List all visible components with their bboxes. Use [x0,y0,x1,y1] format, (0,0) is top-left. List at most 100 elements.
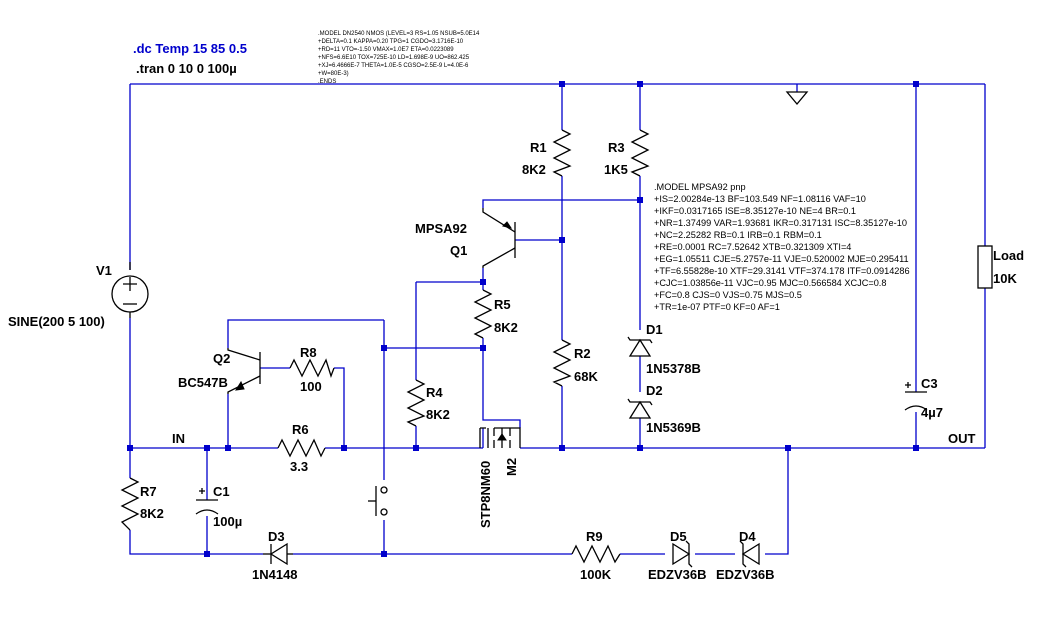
ground-symbol[interactable] [785,91,809,106]
tran-directive[interactable]: .tran 0 10 0 100µ [136,61,237,76]
wire-d4-right[interactable] [765,448,789,555]
pnp-model-line: +TR=1e-07 PTF=0 KF=0 AF=1 [654,302,780,312]
nmos-model-line: .MODEL DN2540 NMOS (LEVEL=3 RS=1.05 NSUB… [318,31,480,37]
d2-value: 1N5369B [646,420,701,435]
push-button-switch[interactable] [368,486,388,516]
r9-value: 100K [580,567,612,582]
wire-r8-right[interactable] [334,367,345,448]
pnp-model-line: +NR=1.37499 VAR=1.93681 IKR=0.317131 ISC… [654,218,907,228]
r2-name: R2 [574,346,591,361]
load-name: Load [993,248,1024,263]
load-value: 10K [993,271,1017,286]
nmos-model-line: .ENDS [318,79,336,85]
d1-zener-diode[interactable] [627,336,653,357]
r7-value: 8K2 [140,506,164,521]
junction [559,237,565,243]
r4-resistor[interactable] [406,379,426,427]
r5-value: 8K2 [494,320,518,335]
m2-value: STP8NM60 [478,461,493,528]
q1-pnp-transistor[interactable] [482,208,516,268]
junction [637,81,643,87]
junction [381,551,387,557]
junction [127,445,133,451]
r6-name: R6 [292,422,309,437]
junction [480,345,486,351]
junction [913,445,919,451]
c1-capacitor[interactable] [195,488,219,515]
d2-name: D2 [646,383,663,398]
wires [129,83,986,555]
c1-value: 100µ [213,514,242,529]
q1-value: MPSA92 [415,221,467,236]
r5-name: R5 [494,297,511,312]
pnp-model-line: +CJC=1.03856e-11 VJC=0.95 MJC=0.566584 X… [654,278,886,288]
junction [559,445,565,451]
r8-resistor[interactable] [289,358,335,379]
nmos-model-text[interactable]: .MODEL DN2540 NMOS (LEVEL=3 RS=1.05 NSUB… [318,31,480,85]
q2-value: BC547B [178,375,228,390]
r1-name: R1 [530,140,547,155]
d4-name: D4 [739,529,756,544]
nmos-model-line: +RD=11 VTO=-1.50 VMAX=1.0E7 ETA=0.022308… [318,47,454,53]
junction [637,445,643,451]
v1-name: V1 [96,263,112,278]
r7-name: R7 [140,484,157,499]
d3-value: 1N4148 [252,567,298,582]
dc-directive[interactable]: .dc Temp 15 85 0.5 [133,41,247,56]
r2-value: 68K [574,369,598,384]
r2-resistor[interactable] [552,339,572,387]
junction [204,551,210,557]
pnp-model-line: +RE=0.0001 RC=7.52642 XTB=0.321309 XTI=4 [654,242,851,252]
r7-resistor[interactable] [120,477,140,531]
c3-name: C3 [921,376,938,391]
m2-mosfet[interactable] [479,427,521,448]
pnp-model-line: +NC=2.25282 RB=0.1 IRB=0.1 RBM=0.1 [654,230,822,240]
d4-value: EDZV36B [716,567,775,582]
junction [341,445,347,451]
pnp-model-text[interactable]: .MODEL MPSA92 pnp +IS=2.00284e-13 BF=103… [654,182,910,312]
load-resistor[interactable] [977,245,993,289]
r1-resistor[interactable] [552,129,572,177]
v1-source[interactable] [111,262,149,318]
d3-diode[interactable] [263,542,293,566]
nmos-model-line: +W=80E-3) [318,71,349,77]
r8-value: 100 [300,379,322,394]
pnp-model-line: +IKF=0.0317165 ISE=8.35127e-10 NE=4 BR=0… [654,206,856,216]
d5-name: D5 [670,529,687,544]
r4-value: 8K2 [426,407,450,422]
q1-name: Q1 [450,243,467,258]
r8-name: R8 [300,345,317,360]
d5-value: EDZV36B [648,567,707,582]
r3-name: R3 [608,140,625,155]
q2-npn-transistor[interactable] [227,348,261,394]
r4-name: R4 [426,385,443,400]
r3-resistor[interactable] [630,129,650,177]
m2-name: M2 [504,458,519,476]
wire-r5-bottom[interactable] [482,338,521,428]
c3-capacitor[interactable] [904,382,928,411]
wire-q2-collector[interactable] [227,319,384,348]
r9-resistor[interactable] [571,544,621,564]
junction [637,197,643,203]
wire-r7-bottom[interactable] [129,530,263,555]
junction [413,445,419,451]
junction [381,345,387,351]
r6-resistor[interactable] [277,438,326,458]
c1-name: C1 [213,484,230,499]
r5-resistor[interactable] [473,289,493,339]
q2-name: Q2 [213,351,230,366]
r1-value: 8K2 [522,162,546,177]
d4-zener-diode[interactable] [739,540,760,568]
c3-value: 4µ7 [921,405,943,420]
nmos-model-line: +XJ=6.4666E-7 THETA=1.0E-5 CGSO=2.5E-9 L… [318,63,469,69]
d2-zener-diode[interactable] [627,398,653,419]
out-net-label: OUT [948,431,976,446]
nmos-model-line: +NFS=6.6E10 TOX=725E-10 LD=1.698E-9 UO=8… [318,55,470,61]
junction [913,81,919,87]
junction [559,81,565,87]
pnp-model-line: +IS=2.00284e-13 BF=103.549 NF=1.08116 VA… [654,194,866,204]
junction [204,445,210,451]
d5-zener-diode[interactable] [672,540,693,568]
wire-q1-emitter[interactable] [482,199,640,208]
